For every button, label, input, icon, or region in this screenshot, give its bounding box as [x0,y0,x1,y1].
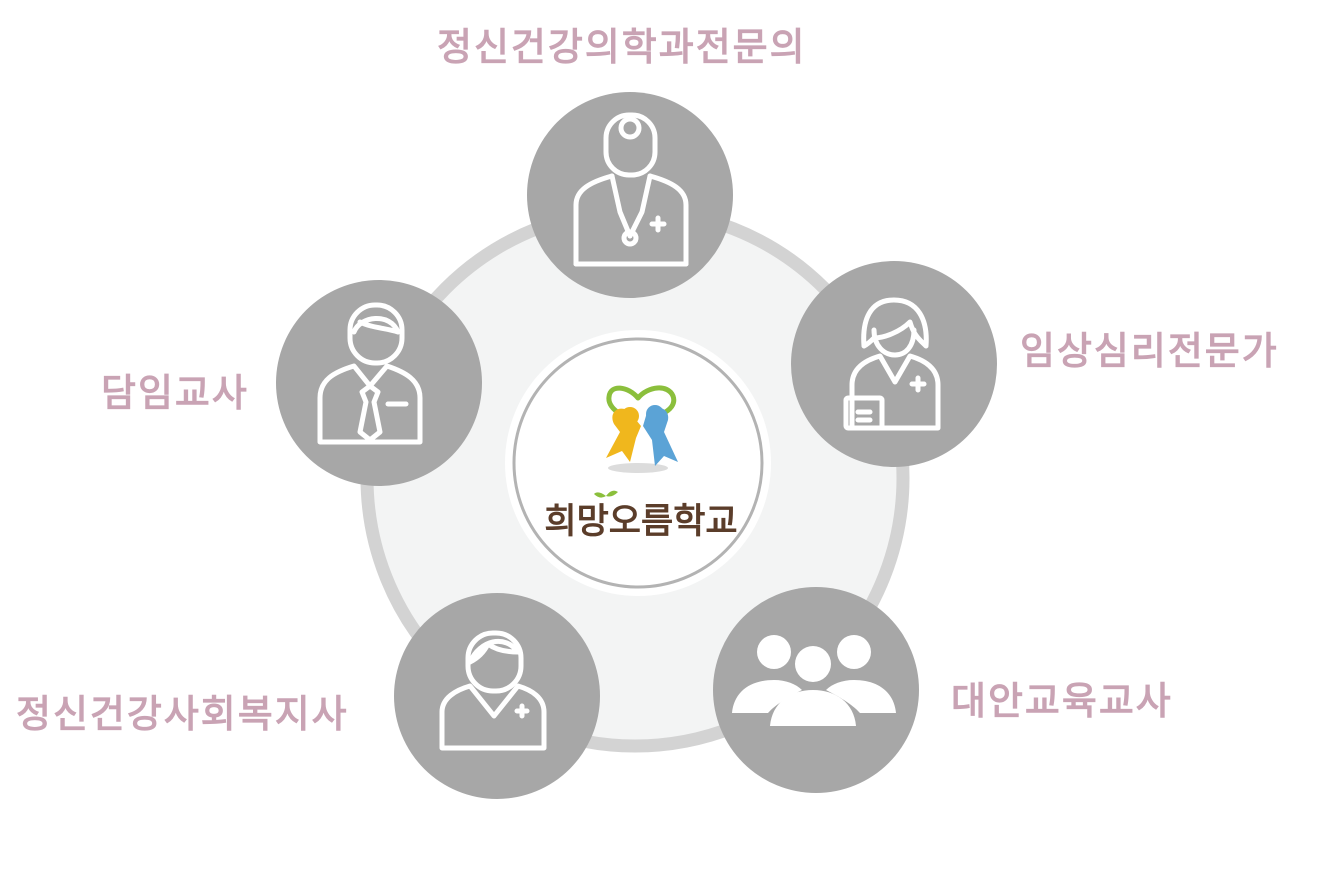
label-psychiatrist: 정신건강의학과전문의 [437,25,807,69]
center-logo-text: 희망오름학교 [544,502,737,542]
label-psychologist: 임상심리전문가 [1020,329,1279,373]
doctor-stethoscope-icon [573,112,689,267]
label-alt-teacher: 대안교육교사 [951,679,1173,723]
female-clinician-icon [843,297,941,431]
logo-sprout-icon [594,490,618,498]
group-people-icon [732,635,896,726]
node-alt-teacher [713,587,919,793]
node-psychiatrist-circle [527,92,733,298]
female-social-worker-icon [439,630,547,751]
node-psychiatrist [527,92,733,298]
node-homeroom-teacher [276,280,482,486]
node-psychologist-circle [791,261,997,467]
label-social-worker: 정신건강사회복지사 [16,692,349,736]
male-teacher-tie-icon [317,302,423,445]
node-social-worker [394,593,600,799]
node-psychologist [791,261,997,467]
node-social-worker-circle [394,593,600,799]
center-logo: 희망오름학교 [505,330,771,596]
label-homeroom-teacher: 담임교사 [101,371,249,415]
logo-mark-icon [606,385,678,473]
node-homeroom-teacher-circle [276,280,482,486]
